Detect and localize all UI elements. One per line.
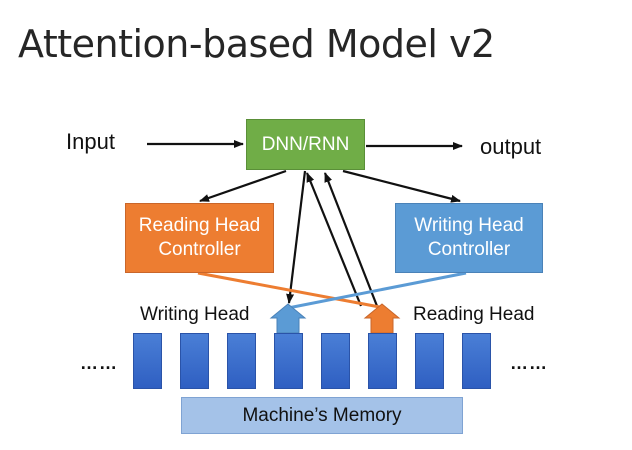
reading-head-to-dnn-arrow-a bbox=[323, 172, 379, 307]
reading-head-label: Reading Head bbox=[413, 304, 535, 325]
writing-head-label: Writing Head bbox=[140, 304, 250, 325]
reading-head-controller-box: Reading Head Controller bbox=[125, 203, 274, 273]
writing-controller-link bbox=[287, 271, 467, 310]
memory-cell bbox=[133, 333, 162, 389]
reading-controller-link bbox=[197, 271, 386, 310]
machine-memory-bar: Machine’s Memory bbox=[181, 397, 463, 434]
writing-controller-line1: Writing Head bbox=[414, 215, 524, 237]
memory-cell bbox=[274, 333, 303, 389]
memory-cell bbox=[227, 333, 256, 389]
dnn-rnn-label: DNN/RNN bbox=[261, 133, 350, 155]
slide-title: Attention-based Model v2 bbox=[18, 22, 495, 66]
memory-cell bbox=[321, 333, 350, 389]
output-label: output bbox=[480, 134, 542, 159]
input-label: Input bbox=[66, 129, 115, 154]
dnn-to-writing-controller-arrow bbox=[342, 169, 461, 203]
memory-to-dnn-arrow-b bbox=[305, 172, 363, 307]
right-ellipsis: …… bbox=[510, 353, 548, 373]
dnn-to-reading-controller-arrow bbox=[199, 169, 287, 203]
dnn-rnn-box: DNN/RNN bbox=[246, 119, 365, 170]
machine-memory-label: Machine’s Memory bbox=[242, 404, 402, 426]
dnn-to-writing-head-arrow bbox=[286, 170, 307, 304]
writing-controller-line2: Controller bbox=[427, 239, 511, 260]
memory-cell bbox=[180, 333, 209, 389]
reading-controller-line1: Reading Head bbox=[138, 215, 261, 237]
reading-head-arrow-icon bbox=[363, 303, 401, 334]
left-ellipsis: …… bbox=[80, 353, 118, 373]
memory-cell bbox=[462, 333, 491, 389]
memory-cell bbox=[415, 333, 444, 389]
memory-cell bbox=[368, 333, 397, 389]
writing-head-arrow-icon bbox=[269, 303, 307, 334]
writing-head-controller-box: Writing Head Controller bbox=[395, 203, 543, 273]
reading-controller-line2: Controller bbox=[158, 239, 241, 260]
